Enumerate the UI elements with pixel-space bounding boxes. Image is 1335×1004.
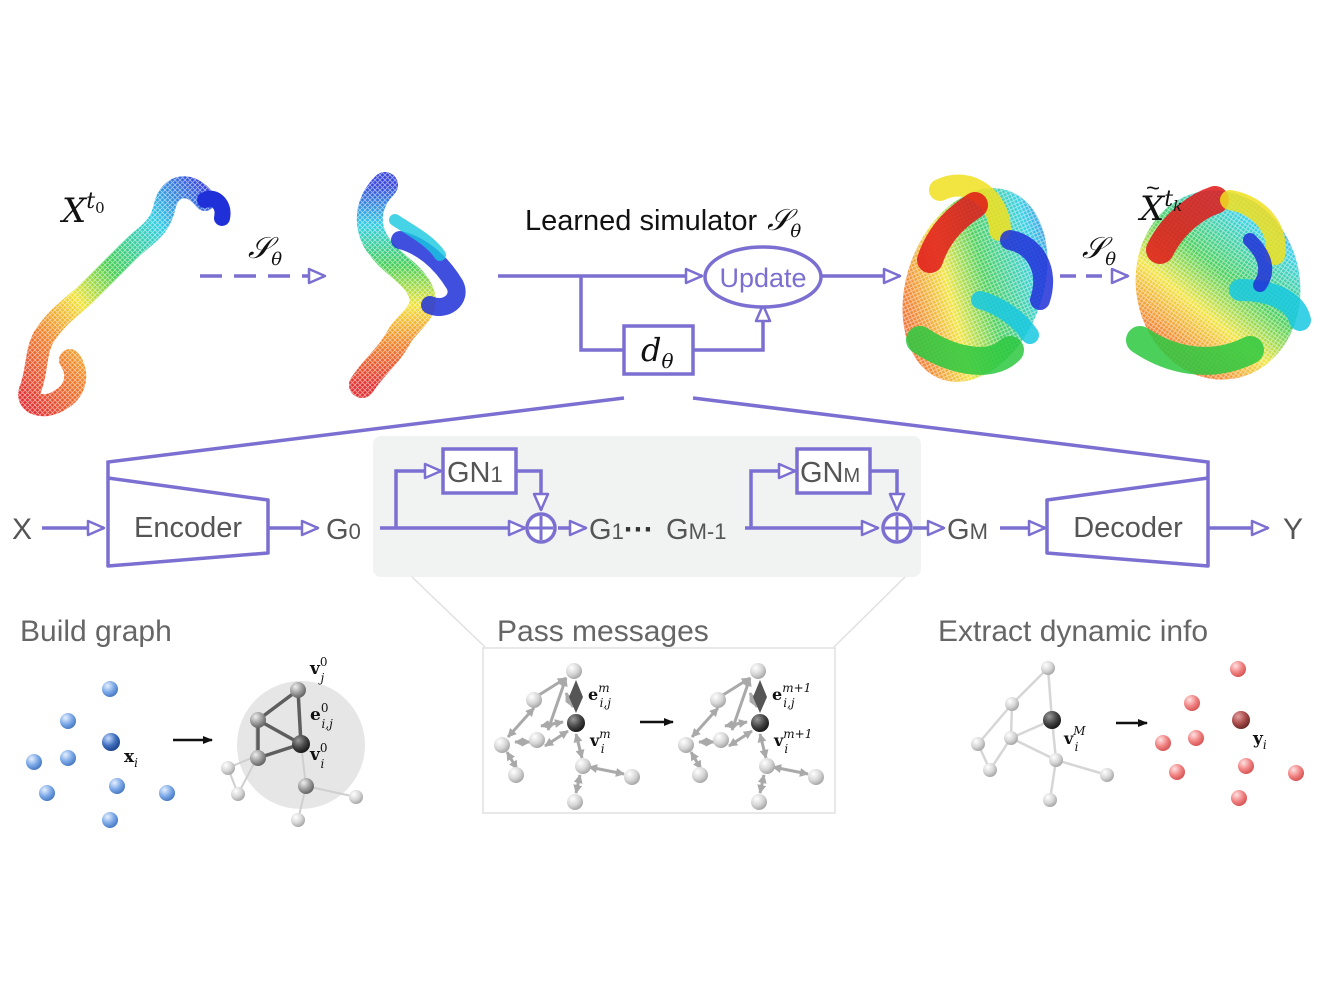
pass-messages-zoom-lines bbox=[411, 576, 906, 648]
s-theta-left-label: 𝒮θ bbox=[248, 231, 282, 270]
pass-messages-panel bbox=[482, 647, 836, 814]
encoder-label: Encoder bbox=[134, 512, 242, 544]
x-i-label: xi bbox=[124, 747, 138, 770]
zoom-bracket bbox=[106, 396, 1210, 478]
d-theta-block: dθ bbox=[622, 324, 695, 376]
gm-label: GM bbox=[947, 514, 988, 546]
protein-intermediate-structure bbox=[349, 172, 466, 398]
caption-pass-messages: Pass messages bbox=[497, 615, 709, 648]
protein-folded-structure bbox=[902, 174, 1054, 382]
caption-extract-dynamic: Extract dynamic info bbox=[938, 615, 1208, 648]
gm-minus-1-label: GM-1 bbox=[666, 514, 726, 546]
protein-initial-structure bbox=[18, 176, 231, 417]
update-label: Update bbox=[719, 263, 806, 293]
gn1-block: GN1 bbox=[441, 447, 518, 495]
caption-build-graph: Build graph bbox=[20, 615, 172, 648]
sum-node-1 bbox=[525, 512, 557, 544]
simulator-step-arrow-left: 𝒮θ bbox=[200, 231, 327, 285]
g1-label: G1··· bbox=[589, 513, 654, 546]
pipeline-arrows bbox=[42, 462, 1270, 537]
x-tk-tilde: ~ bbox=[1146, 175, 1160, 202]
g0-label: G0 bbox=[326, 514, 361, 546]
update-node: Update bbox=[703, 245, 823, 309]
simulator-flow bbox=[498, 267, 902, 352]
output-y-label: Y bbox=[1283, 513, 1303, 546]
gnm-block: GNM bbox=[795, 447, 872, 495]
encoder-block: Encoder bbox=[106, 476, 270, 568]
decoder-block: Decoder bbox=[1045, 476, 1210, 568]
gn1-label: GN1 bbox=[447, 457, 503, 489]
d-theta-label: dθ bbox=[641, 331, 674, 373]
gnm-label: GNM bbox=[800, 457, 860, 489]
input-x-label: X bbox=[12, 513, 32, 546]
simulator-step-arrow-right: 𝒮θ bbox=[1060, 231, 1130, 285]
sum-node-m bbox=[881, 512, 913, 544]
protein-final-structure bbox=[1126, 186, 1311, 380]
s-theta-right-label: 𝒮θ bbox=[1082, 231, 1116, 270]
decoder-label: Decoder bbox=[1073, 512, 1183, 544]
y-i-label: yi bbox=[1252, 729, 1267, 752]
x-tk-label: Xtk bbox=[1137, 187, 1182, 229]
x-t0-label: Xt0 bbox=[59, 189, 105, 231]
